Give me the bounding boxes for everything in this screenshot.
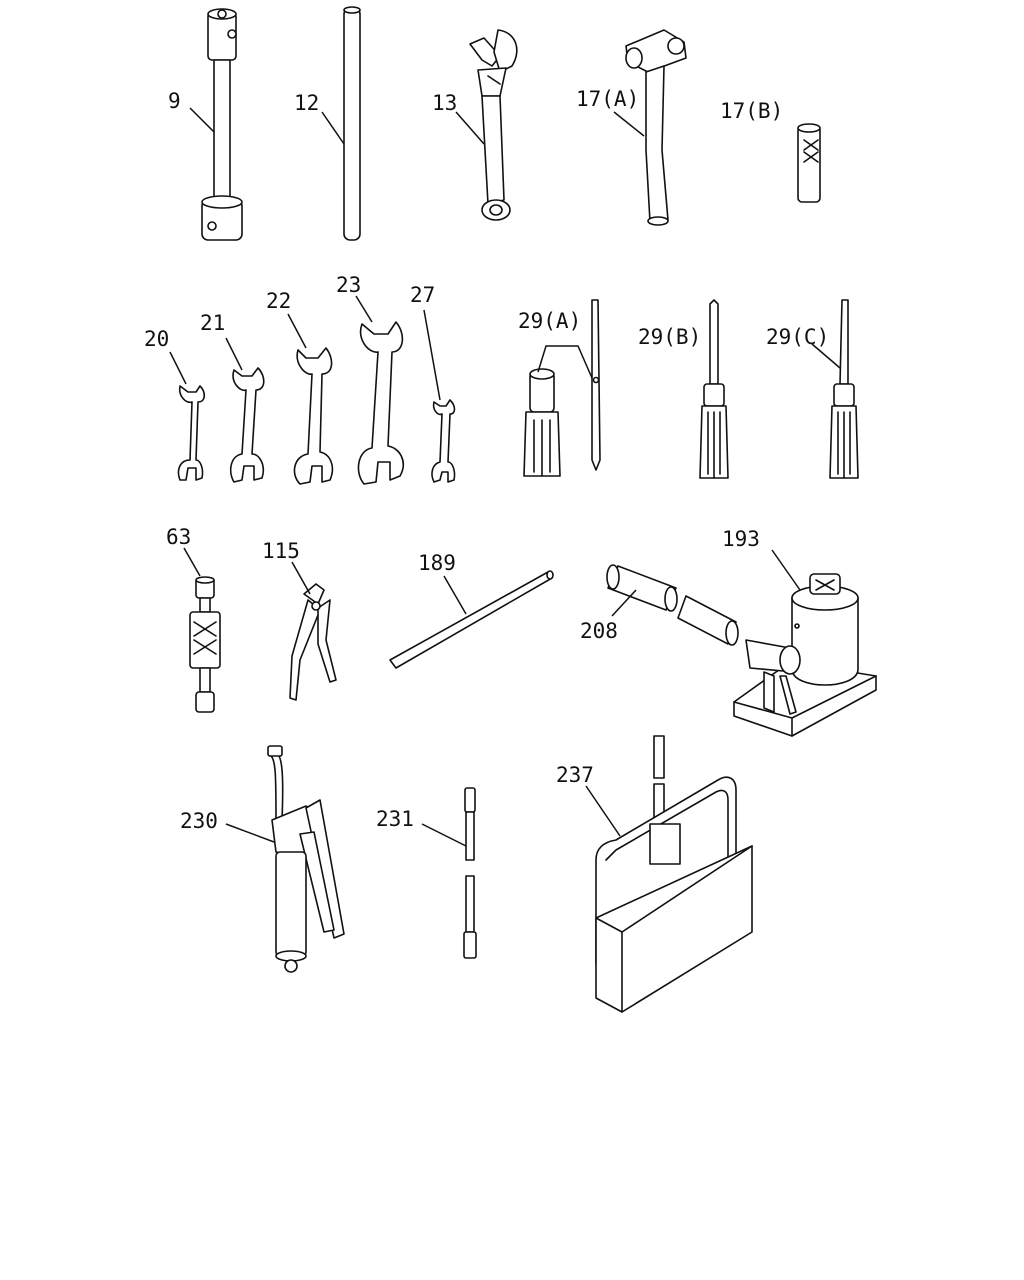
label-17b: 17(B) <box>720 99 783 123</box>
tool-bag <box>595 735 753 1013</box>
label-115: 115 <box>262 539 300 563</box>
grease-gun <box>267 745 345 973</box>
spanner-small <box>177 385 206 481</box>
jack-bar <box>389 570 554 669</box>
spanner-medium <box>293 347 334 485</box>
label-63: 63 <box>166 525 191 549</box>
label-22: 22 <box>266 289 291 313</box>
label-208: 208 <box>580 619 618 643</box>
label-189: 189 <box>418 551 456 575</box>
tube-wrench <box>201 8 243 241</box>
leader-line <box>169 351 187 385</box>
hydraulic-jack <box>733 573 877 737</box>
adjustable-wrench <box>469 29 518 221</box>
hammer <box>625 29 687 226</box>
leader-line <box>183 547 201 577</box>
label-17a: 17(A) <box>576 87 639 111</box>
label-27: 27 <box>410 283 435 307</box>
label-29b: 29(B) <box>638 325 701 349</box>
screwdriver-c <box>829 299 859 479</box>
leader-line <box>421 823 467 847</box>
label-29a: 29(A) <box>518 309 581 333</box>
leader-line <box>321 111 345 145</box>
label-9: 9 <box>168 89 181 113</box>
label-230: 230 <box>180 809 218 833</box>
leader-line <box>287 313 307 349</box>
leader-line <box>585 785 621 837</box>
leader-line <box>611 589 637 617</box>
jack-handle <box>606 564 739 646</box>
spanner-medium-small <box>229 367 265 483</box>
leader-line <box>537 345 593 379</box>
leader-line <box>811 343 841 369</box>
pliers <box>289 583 337 701</box>
leader-line <box>613 111 645 137</box>
rod-bar <box>343 6 361 241</box>
spanner-large <box>357 321 404 485</box>
label-13: 13 <box>432 91 457 115</box>
spanner-tiny <box>431 399 456 483</box>
label-21: 21 <box>200 311 225 335</box>
leader-line <box>189 107 215 133</box>
label-29c: 29(C) <box>766 325 829 349</box>
leader-line <box>355 295 373 323</box>
screwdriver-b <box>699 299 729 479</box>
label-237: 237 <box>556 763 594 787</box>
label-231: 231 <box>376 807 414 831</box>
label-23: 23 <box>336 273 361 297</box>
label-20: 20 <box>144 327 169 351</box>
label-193: 193 <box>722 527 760 551</box>
extension-nozzle <box>463 787 477 959</box>
slide-hammer <box>189 576 221 713</box>
leader-line <box>225 337 243 371</box>
leader-line <box>423 309 441 401</box>
leader-line <box>225 823 275 843</box>
label-12: 12 <box>294 91 319 115</box>
hammer-attachment <box>797 123 821 203</box>
leader-line <box>771 549 801 591</box>
screwdriver-a <box>523 299 601 477</box>
leader-line <box>291 561 311 595</box>
leader-line <box>443 575 467 615</box>
leader-line <box>455 111 485 145</box>
